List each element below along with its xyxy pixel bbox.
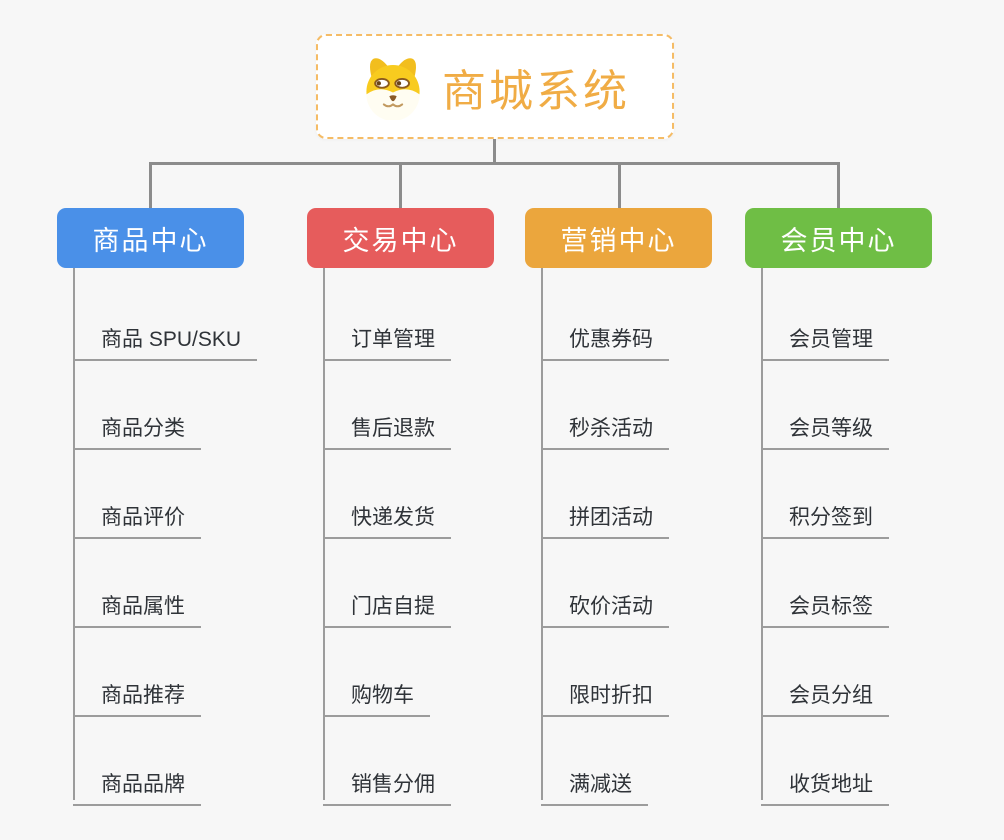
connector-drop-product: [149, 162, 152, 209]
branch-trunk-line: [541, 268, 543, 800]
child-node[interactable]: 商品品牌: [73, 754, 201, 806]
child-node[interactable]: 销售分佣: [323, 754, 451, 806]
child-node[interactable]: 售后退款: [323, 398, 451, 450]
child-node[interactable]: 会员等级: [761, 398, 889, 450]
child-node[interactable]: 商品推荐: [73, 665, 201, 717]
branch-trunk-line: [73, 268, 75, 800]
branch-trunk-line: [323, 268, 325, 800]
child-node[interactable]: 商品 SPU/SKU: [73, 309, 258, 361]
branch-member-center: 会员中心 会员管理 会员等级 积分签到 会员标签 会员分组 收货地址: [745, 208, 932, 808]
child-node[interactable]: 快递发货: [323, 487, 451, 539]
child-node[interactable]: 门店自提: [323, 576, 451, 628]
child-node[interactable]: 秒杀活动: [541, 398, 669, 450]
child-node[interactable]: 优惠券码: [541, 309, 669, 361]
child-node[interactable]: 砍价活动: [541, 576, 669, 628]
child-node[interactable]: 会员标签: [761, 576, 889, 628]
branch-product-center: 商品中心 商品 SPU/SKU 商品分类 商品评价 商品属性 商品推荐 商品品牌: [57, 208, 258, 808]
connector-drop-marketing: [618, 162, 621, 209]
child-node[interactable]: 积分签到: [761, 487, 889, 539]
root-title: 商城系统: [442, 66, 630, 116]
child-node[interactable]: 拼团活动: [541, 487, 669, 539]
child-node[interactable]: 会员分组: [761, 665, 889, 717]
child-node[interactable]: 订单管理: [323, 309, 451, 361]
connector-bus-line: [149, 162, 840, 165]
branch-header-trade-center[interactable]: 交易中心: [307, 208, 494, 268]
child-node[interactable]: 限时折扣: [541, 665, 669, 717]
child-node[interactable]: 会员管理: [761, 309, 889, 361]
branch-marketing-center: 营销中心 优惠券码 秒杀活动 拼团活动 砍价活动 限时折扣 满减送: [525, 208, 712, 808]
connector-drop-member: [837, 162, 840, 209]
child-node[interactable]: 购物车: [323, 665, 430, 717]
branch-header-member-center[interactable]: 会员中心: [745, 208, 932, 268]
branch-header-marketing-center[interactable]: 营销中心: [525, 208, 712, 268]
child-node[interactable]: 收货地址: [761, 754, 889, 806]
connector-drop-trade: [399, 162, 402, 209]
child-node[interactable]: 商品属性: [73, 576, 201, 628]
child-node[interactable]: 商品分类: [73, 398, 201, 450]
branch-trunk-line: [761, 268, 763, 800]
root-connector-stub: [493, 139, 496, 163]
root-node-mall-system[interactable]: 商城系统: [316, 34, 674, 139]
dog-face-icon: [366, 57, 420, 120]
branch-header-product-center[interactable]: 商品中心: [57, 208, 244, 268]
branch-trade-center: 交易中心 订单管理 售后退款 快递发货 门店自提 购物车 销售分佣: [307, 208, 494, 808]
child-node[interactable]: 商品评价: [73, 487, 201, 539]
child-node[interactable]: 满减送: [541, 754, 648, 806]
